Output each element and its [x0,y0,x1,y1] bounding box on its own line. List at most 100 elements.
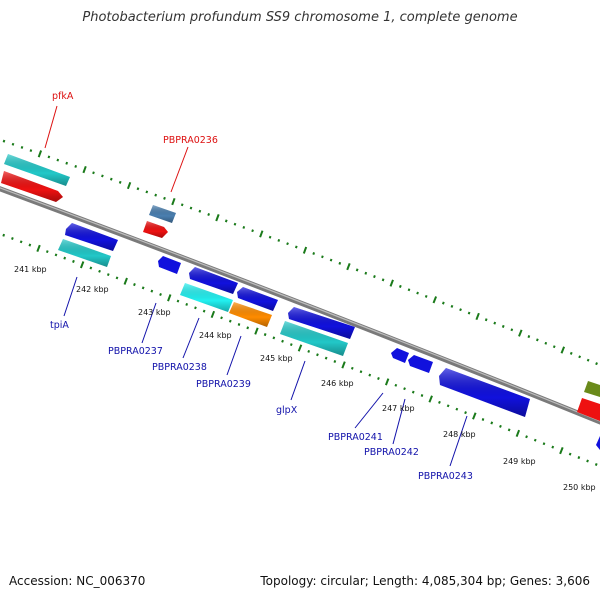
gene-label-PBPRA0238: PBPRA0238 [152,362,207,373]
reverse-track-tick [455,407,459,411]
reverse-track-tick [368,373,372,377]
reverse-track-tick [150,289,154,293]
cds-edge-blue[interactable] [596,436,600,450]
cds-PBPRA0236-red[interactable] [143,221,168,238]
reverse-track-tick [394,383,398,387]
reverse-dotted-track [2,233,598,466]
reverse-track-tick [297,344,303,352]
cds-PBPRA0242-blue[interactable] [408,355,433,373]
forward-track-tick [109,177,113,181]
cds-PBPRA0241-blue[interactable] [391,348,409,363]
forward-track-tick [171,197,176,206]
reverse-track-tick [324,356,328,360]
cds-edge-olive[interactable] [584,381,600,397]
tick-label-250: 250 kbp [563,483,596,492]
cds-PBPRA0236-steel[interactable] [149,205,176,223]
cds-glpX-teal[interactable] [280,321,348,356]
forward-track-tick [459,308,462,312]
forward-track-tick [586,358,590,362]
reverse-track-tick [464,411,467,415]
tick-label-242: 242 kbp [76,285,109,294]
forward-track-tick [277,238,281,242]
cds-blue-1[interactable] [65,223,118,251]
cds-PBPRA0243-blue[interactable] [439,368,530,417]
reverse-track-tick [11,237,14,240]
reverse-track-tick [115,276,119,280]
cds-PBPRA0237-blue[interactable] [189,267,238,294]
forward-track-tick [560,346,566,354]
cds-edge-red[interactable] [577,398,600,421]
reverse-track-tick [359,370,363,374]
forward-track-tick [552,345,556,349]
forward-track-tick [20,145,24,149]
forward-track-tick [29,149,33,153]
reverse-track-tick [220,316,223,320]
reverse-track-tick [568,452,572,456]
reverse-track-tick [333,360,337,363]
reverse-track-tick [515,429,521,437]
forward-track-tick [74,164,78,168]
reverse-track-tick [586,459,589,463]
reverse-track-tick [133,283,136,287]
forward-track-tick [233,222,237,226]
reverse-track-tick [185,302,189,306]
forward-track-tick [136,187,140,191]
reverse-track-tick [350,366,354,370]
map-title: Photobacterium profundum SS9 chromosome … [82,10,518,25]
forward-track-tick [338,261,342,265]
reverse-track-tick [54,253,58,257]
forward-track-tick [189,206,193,210]
reverse-track-tick [210,310,216,319]
tick-label-247: 247 kbp [382,404,415,413]
tick-label-245: 245 kbp [260,354,293,363]
forward-track-tick [259,230,264,238]
reverse-track-tick [98,269,101,273]
cds-blue-2[interactable] [158,256,181,274]
reverse-track-tick [254,327,259,335]
tick-label-241: 241 kbp [14,265,47,274]
gene-label-PBPRA0243: PBPRA0243 [418,471,473,482]
reverse-track-tick [481,418,485,421]
reverse-track-tick [533,438,537,442]
forward-track-tick [381,278,385,282]
cds-pfkA-teal[interactable] [4,154,70,186]
forward-track-tick [154,193,158,197]
forward-track-tick [475,312,480,321]
forward-track-tick [180,203,184,207]
reverse-track-tick [411,390,415,394]
forward-track-tick [527,335,531,339]
cds-PBPRA0238-lightcyan[interactable] [180,283,233,312]
forward-track-tick [101,174,104,178]
reverse-track-tick [384,378,390,386]
forward-track-tick [145,190,149,194]
cds-blue-3[interactable] [237,287,278,311]
forward-track-tick [92,171,95,175]
reverse-track-tick [341,361,346,369]
cds-tpiA-teal[interactable] [58,239,111,267]
reverse-track-tick [316,353,319,357]
reverse-track-tick [167,294,172,302]
forward-track-tick [346,263,351,271]
forward-track-tick [510,328,514,332]
forward-track-tick [389,279,394,287]
cds-PBPRA0239-orange[interactable] [229,302,272,327]
forward-track-tick [215,214,220,222]
reverse-track-tick [559,447,564,455]
forward-track-tick [65,161,69,165]
forward-track-tick [286,242,289,246]
reverse-track-tick [194,306,197,310]
reverse-track-tick [438,400,441,404]
forward-track-tick [163,196,166,200]
cds-blue-4[interactable] [288,307,355,339]
reverse-track-tick [525,435,528,439]
gene-label-PBPRA0237: PBPRA0237 [108,346,163,357]
forward-track-tick [251,229,254,233]
forward-track-tick [578,355,582,359]
reverse-track-tick [490,421,494,425]
reverse-track-tick [176,299,180,303]
cds-pfkA-red[interactable] [1,171,63,202]
reverse-track-tick [89,266,93,270]
forward-track-tick [37,150,43,158]
forward-track-tick [364,271,368,275]
